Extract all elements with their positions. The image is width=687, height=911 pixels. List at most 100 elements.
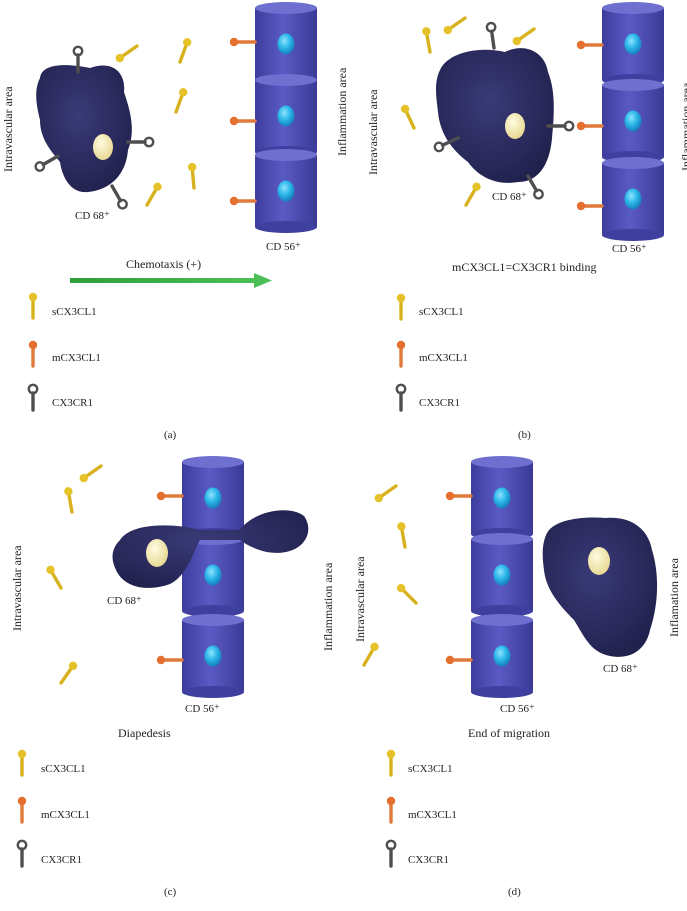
mcx3cl1-icon [575,39,604,51]
mcx3cl1-icon [575,120,604,132]
mcx3cl1-icon [16,795,28,824]
scx3cl1-icon [371,480,401,506]
panel-tag: (a) [164,429,177,441]
scx3cl1-icon [112,40,142,66]
nk-cell [182,456,244,540]
legend: sCX3CL1 mCX3CL1 CX3CR1 [27,291,101,412]
nk-cell [182,614,244,698]
left-area-label: Intravascular area [10,545,24,631]
mcx3cl1-icon [228,195,257,207]
legend: sCX3CL1 mCX3CL1 CX3CR1 [385,748,457,868]
scx3cl1-icon [394,519,411,550]
mcx3cl1-icon [155,654,184,666]
left-area-label: Intravascular area [366,89,380,175]
left-area-label: Intravascular area [1,86,15,172]
process-label: Chemotaxis (+) [126,257,201,271]
process-label: End of migration [468,726,550,740]
nk-cell-column [444,456,533,698]
right-area-label: Inflammation area [321,562,335,651]
scx3cl1-icon [385,748,397,777]
mcx3cl1-icon [155,490,184,502]
macrophage-cd68 [112,510,309,588]
mcx3cl1-icon [27,339,39,368]
cx3cr1-icon [385,839,397,868]
legend-label-r: CX3CR1 [419,397,460,409]
nk-cell [602,157,664,241]
macrophage-nucleus [93,134,113,160]
macrophage-label: CD 68⁺ [107,595,142,607]
panel-c: CD 68⁺ CD 56⁺ Intravascular area Inflamm… [10,456,335,898]
scx3cl1-icon [141,179,165,209]
macrophage-label: CD 68⁺ [492,191,527,203]
macrophage-nucleus [505,113,525,139]
nk-label: CD 56⁺ [500,703,535,715]
nk-cell [602,79,664,163]
macrophage-label: CD 68⁺ [603,663,638,675]
scx3cl1-icon [358,639,382,669]
panel-tag: (d) [508,886,521,898]
process-label: Diapedesis [118,726,171,740]
process-label: mCX3CL1=CX3CR1 binding [452,260,596,274]
soluble-chemokines [43,460,106,688]
nk-cell [255,149,317,233]
scx3cl1-icon [61,484,78,515]
legend-label-m: mCX3CL1 [52,352,101,364]
nk-cell [255,2,317,86]
macrophage-label: CD 68⁺ [75,210,110,222]
nk-cell [471,456,533,540]
chemotaxis-arrow [70,273,272,288]
legend-label-s: sCX3CL1 [419,306,464,318]
legend-label-s: sCX3CL1 [52,306,97,318]
legend: sCX3CL1 mCX3CL1 CX3CR1 [395,292,468,412]
mcx3cl1-icon [385,795,397,824]
cx3cr1-icon [126,136,155,148]
scx3cl1-icon [43,562,67,592]
scx3cl1-icon [397,101,420,132]
cx3cr1-icon [16,839,28,868]
macrophage-cd68 [431,20,575,202]
panel-tag: (b) [518,429,531,441]
nk-cell-column [228,2,317,233]
panel-d: CD 68⁺ CD 56⁺ Intravascular area Inflama… [353,456,681,898]
scx3cl1-icon [55,658,81,688]
nk-label: CD 56⁺ [266,241,301,253]
scx3cl1-icon [393,580,421,608]
cx3cr1-icon [484,20,500,51]
cx3cr1-icon [32,150,62,174]
left-area-label: Intravascular area [353,556,367,642]
cx3cr1-icon [27,383,39,412]
cx3cr1-icon [395,383,407,412]
scx3cl1-icon [419,24,436,55]
nk-cell [471,533,533,617]
nk-cell [255,74,317,158]
scx3cl1-icon [27,291,39,320]
scx3cl1-icon [76,460,106,486]
right-area-label: Inflamation area [667,557,681,637]
macrophage-cd68 [542,517,658,657]
legend-label-m: mCX3CL1 [41,809,90,821]
scx3cl1-icon [185,160,200,191]
mcx3cl1-icon [228,115,257,127]
mcx3cl1-icon [444,490,473,502]
macrophage-nucleus [146,539,168,567]
scx3cl1-icon [509,23,539,49]
scx3cl1-icon [170,85,191,116]
nk-cell [471,614,533,698]
panel-tag: (c) [164,886,177,898]
legend-label-m: mCX3CL1 [408,809,457,821]
panel-b: CD 68⁺ CD 56⁺ Intravascular area Inflamm… [366,2,687,441]
nk-label: CD 56⁺ [185,703,220,715]
scx3cl1-icon [16,748,28,777]
panel-a: CD 68⁺ CD 56⁺ Intravascular area Inflamm… [1,2,349,441]
legend-label-m: mCX3CL1 [419,352,468,364]
cx3cr1-icon [522,172,546,202]
mcx3cl1-icon [395,339,407,368]
nk-cell-column [575,2,664,241]
legend-label-r: CX3CR1 [408,854,449,866]
mcx3cl1-icon [444,654,473,666]
nk-label: CD 56⁺ [612,243,647,255]
scx3cl1-icon [460,179,484,209]
legend: sCX3CL1 mCX3CL1 CX3CR1 [16,748,90,868]
right-area-label: Inflammation area [335,67,349,156]
